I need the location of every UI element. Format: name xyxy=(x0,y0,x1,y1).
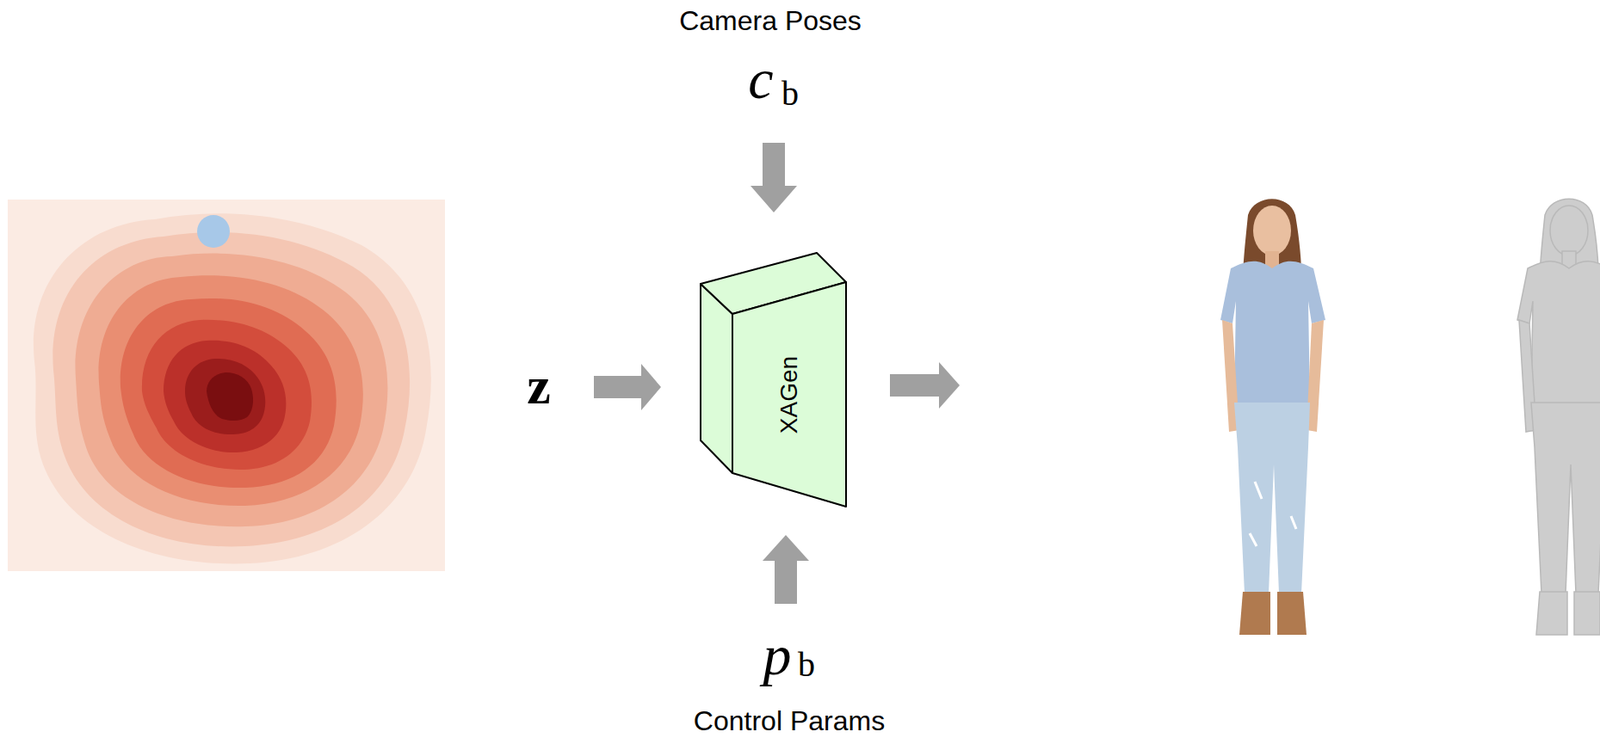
math-symbol: p xyxy=(763,623,792,689)
math-symbol: c xyxy=(747,46,773,112)
human-mesh xyxy=(1517,198,1600,636)
human-avatar xyxy=(1220,198,1326,636)
latent-symbol: z xyxy=(526,355,551,417)
block-label: XAGen xyxy=(777,356,802,434)
math-subscript: b xyxy=(781,73,799,114)
input-title: Control Params xyxy=(693,705,885,738)
density-contour-map xyxy=(7,199,445,572)
math-subscript: b xyxy=(797,644,816,686)
flow-arrows xyxy=(593,142,960,605)
input-title: Camera Poses xyxy=(679,5,862,38)
sample-point xyxy=(197,215,230,248)
block-shape xyxy=(699,252,848,509)
generator-block: XAGen xyxy=(699,252,848,509)
